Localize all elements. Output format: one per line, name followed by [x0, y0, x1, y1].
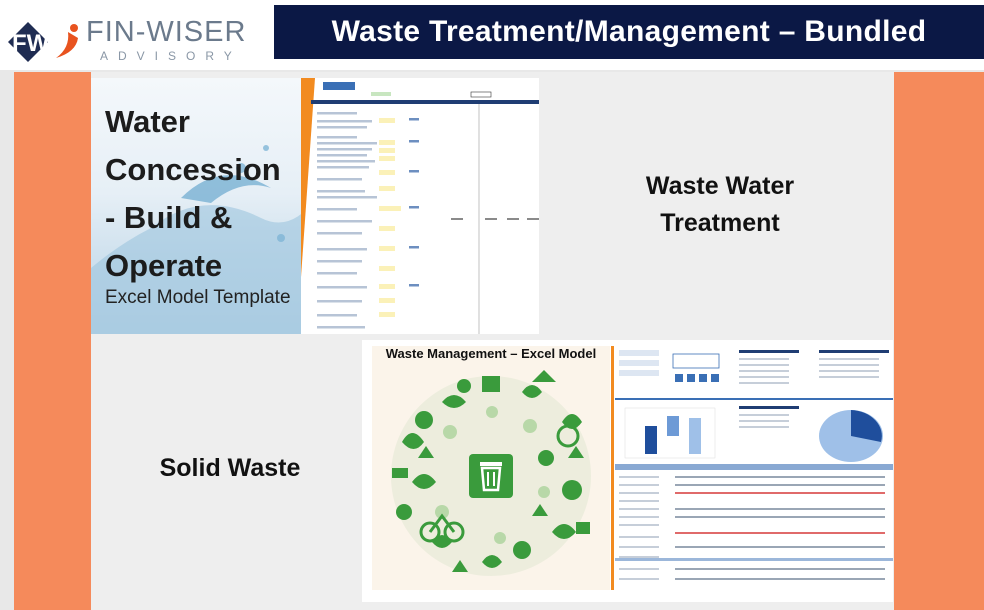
water-concession-subtitle: Excel Model Template [105, 287, 291, 308]
title-line: Water [105, 104, 190, 139]
solid-waste-label: Solid Waste [159, 454, 301, 482]
title-line: - Build & [105, 200, 233, 235]
logo-mark-text: FWA [12, 30, 65, 57]
logo-name: FIN-WISER [86, 16, 247, 48]
dashboard-preview [615, 346, 893, 590]
page-title: Waste Treatment/Management – Bundled [331, 15, 927, 48]
waste-management-title: Waste Management – Excel Model [385, 346, 597, 361]
water-splash-icon [91, 145, 316, 334]
title-line: Operate [105, 248, 223, 283]
water-concession-title: Water Concession - Build & Operate [105, 98, 281, 290]
waste-management-cover: Waste Management – Excel Model [372, 346, 610, 590]
label-line: Waste Water [645, 172, 795, 200]
recycle-bin-icon [469, 454, 513, 498]
water-concession-thumbnail[interactable]: Water Concession - Build & Operate Excel… [91, 78, 539, 334]
fwa-logo-icon: FWA [8, 22, 78, 62]
spreadsheet-preview [301, 78, 539, 334]
title-banner: Waste Treatment/Management – Bundled [274, 5, 984, 59]
title-line: Concession [105, 152, 281, 187]
company-logo: FWA FIN-WISER ADVISORY [0, 0, 262, 72]
water-splash-background: Water Concession - Build & Operate Excel… [91, 78, 316, 334]
logo-subtitle: ADVISORY [100, 49, 242, 63]
accent-divider [611, 346, 614, 590]
label-line: Treatment [660, 209, 780, 237]
right-orange-band [894, 72, 984, 610]
waste-management-thumbnail[interactable]: Waste Management – Excel Model [362, 340, 893, 602]
waste-water-treatment-label: Waste Water Treatment [620, 168, 820, 242]
eco-icon-cloud [391, 370, 591, 576]
left-orange-band [14, 72, 91, 610]
